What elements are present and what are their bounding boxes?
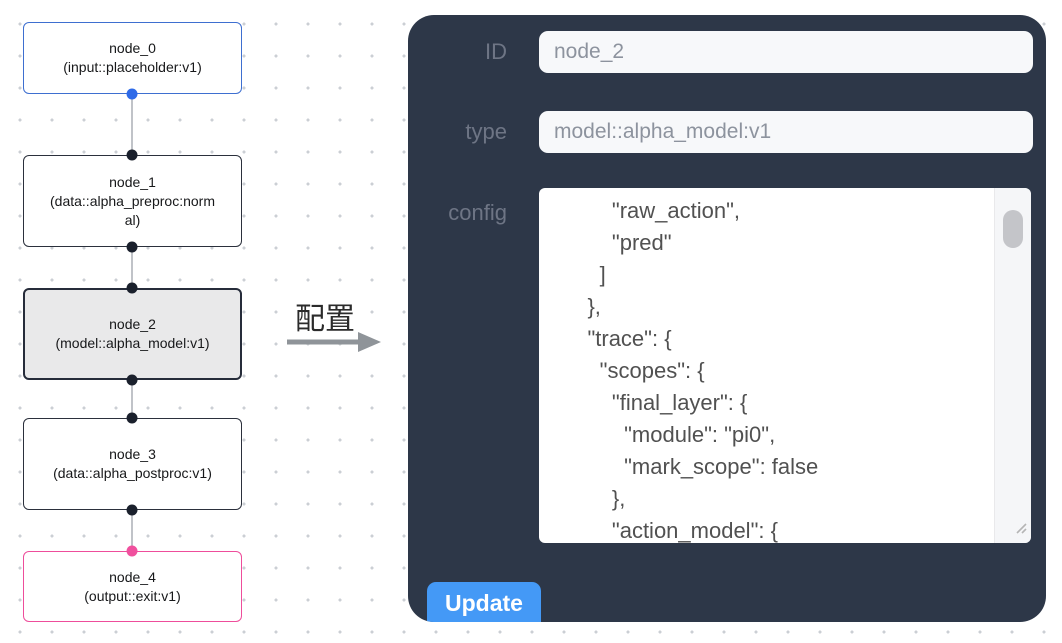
config-json-text: "raw_action", "pred" ] }, "trace": { "sc… xyxy=(587,198,819,543)
node_1-output-handle[interactable] xyxy=(126,241,138,253)
id-input[interactable] xyxy=(539,31,1033,73)
node-node_0[interactable]: node_0 (input::placeholder:v1) xyxy=(23,22,242,94)
type-input[interactable] xyxy=(539,111,1033,153)
id-field-label: ID xyxy=(485,39,507,64)
node-name: node_2 xyxy=(109,316,156,332)
node_3-input-handle[interactable] xyxy=(126,412,138,424)
node_2-output-handle[interactable] xyxy=(126,374,138,386)
node-node_4[interactable]: node_4 (output::exit:v1) xyxy=(23,551,242,622)
config-panel: ID type config "raw_action", "pred" ] },… xyxy=(408,15,1046,622)
node-name: node_4 xyxy=(109,568,156,585)
config-textarea[interactable]: "raw_action", "pred" ] }, "trace": { "sc… xyxy=(539,188,1031,543)
node-node_3[interactable]: node_3 (data::alpha_postproc:v1) xyxy=(23,418,242,510)
node-type-label: (input::placeholder:v1) xyxy=(63,59,202,75)
node-name: node_0 xyxy=(109,40,156,56)
node_0-output-handle[interactable] xyxy=(126,88,138,100)
node-type-label: (output::exit:v1) xyxy=(84,587,181,604)
node-node_1[interactable]: node_1 (data::alpha_preproc:normal) xyxy=(23,155,242,247)
node_4-input-handle[interactable] xyxy=(126,545,138,557)
config-field-label: config xyxy=(448,200,507,225)
node_3-output-handle[interactable] xyxy=(126,504,138,516)
edge-node_3-node_4[interactable] xyxy=(131,510,133,551)
node-node_2[interactable]: node_2 (model::alpha_model:v1) xyxy=(23,288,242,380)
resize-handle-icon[interactable] xyxy=(1012,519,1028,540)
node-name: node_3 xyxy=(109,446,156,462)
id-field-row: ID xyxy=(408,31,1046,73)
config-scrollbar-thumb[interactable] xyxy=(1003,210,1023,248)
type-field-row: type xyxy=(408,111,1046,153)
node_2-input-handle[interactable] xyxy=(126,282,138,294)
update-button[interactable]: Update xyxy=(427,582,541,622)
node-type-label: (data::alpha_preproc:normal) xyxy=(50,192,215,228)
edge-node_2-node_3[interactable] xyxy=(131,380,133,418)
edge-node_0-node_1[interactable] xyxy=(131,94,133,155)
config-transfer-label: 配置 xyxy=(295,303,355,336)
right-arrow-icon xyxy=(286,330,382,359)
config-scrollbar[interactable] xyxy=(994,188,1031,543)
node-type-label: (model::alpha_model:v1) xyxy=(55,335,210,351)
config-field-row: config "raw_action", "pred" ] }, "trace"… xyxy=(408,188,1046,543)
node-name: node_1 xyxy=(109,173,156,190)
type-field-label: type xyxy=(465,119,507,144)
node-type-label: (data::alpha_postproc:v1) xyxy=(53,465,212,481)
edge-node_1-node_2[interactable] xyxy=(131,247,133,288)
node_1-input-handle[interactable] xyxy=(126,149,138,161)
